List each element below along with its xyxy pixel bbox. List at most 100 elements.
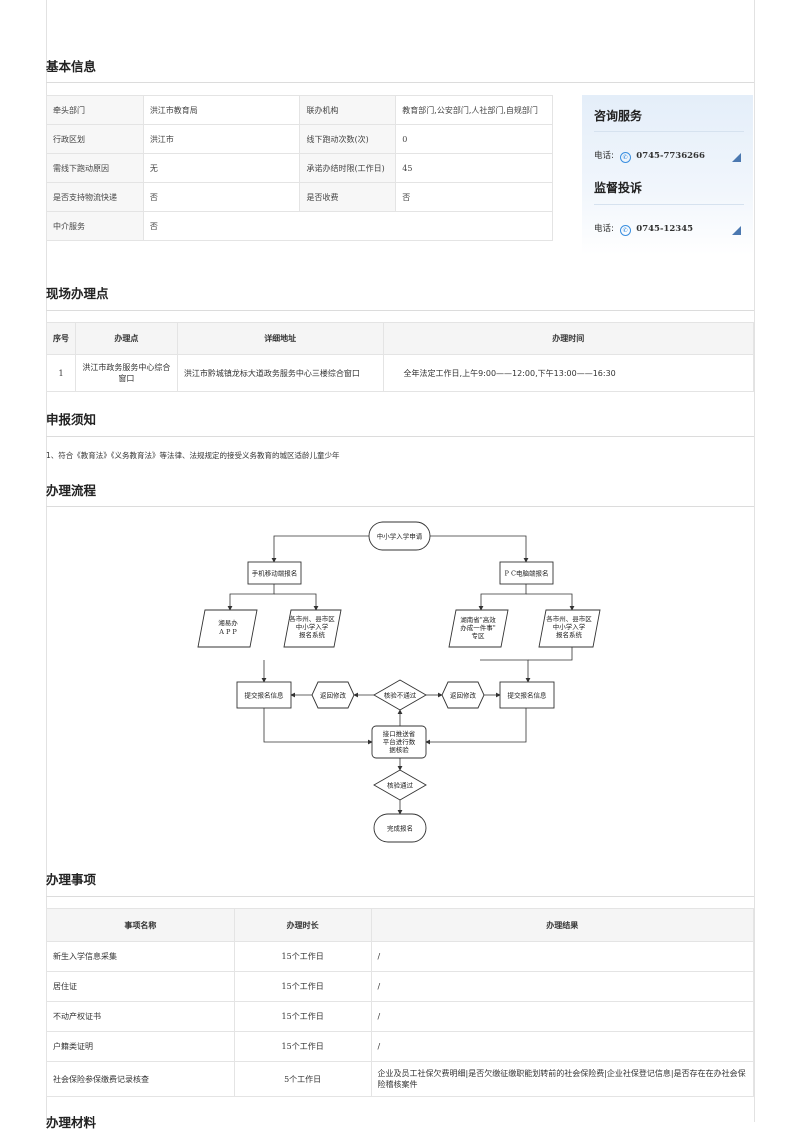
basic-value: 教育部门,公安部门,人社部门,自规部门 [395,95,553,125]
flow-submit-right-node [499,681,555,709]
site-title: 现场办理点 [46,286,109,301]
item-name: 居住证 [46,971,235,1002]
flow-verify-label: 据核验 [389,745,409,754]
table-row: 不动产权证书 15个工作日 / [46,1001,755,1032]
flow-submit-left-node [236,681,292,709]
items-rule [46,896,754,897]
flow-done-node [373,813,427,843]
notice-rule [46,436,754,437]
items-table: 事项名称 办理时长 办理结果 新生入学信息采集 15个工作日 / 居住证 15个… [46,908,755,1097]
table-row: 新生入学信息采集 15个工作日 / [46,941,755,972]
flow-pc-node [499,561,554,585]
table-row: 户籍类证明 15个工作日 / [46,1031,755,1062]
flow-done-label: 完成报名 [387,824,413,833]
column-header: 办理结果 [370,908,755,942]
complain-title: 监督投诉 [594,181,643,195]
table-row: 行政区划 洪江市 线下跑动次数(次) 0 [46,124,553,154]
flow-fail-node [373,679,427,711]
site-rule [46,310,754,311]
basic-key: 是否支持物流快递 [46,182,144,212]
table-row: 牵头部门 洪江市教育局 联办机构 教育部门,公安部门,人社部门,自规部门 [46,95,553,125]
item-result: / [370,1001,755,1032]
process-rule [46,506,754,507]
flow-hunan-label: 湖南省"高效 [460,615,496,624]
item-result: 企业及员工社保欠费明细|是否欠缴征缴职能划转前的社会保险费|企业社保登记信息|是… [370,1061,755,1097]
process-flowchart: 中小学入学申请 手机移动端报名 P C电脑端报名 湘易办 A P P 各市州、县… [197,521,601,843]
complain-phone-line: 电话: ✆ 0745-12345 [594,222,693,236]
flow-start-label: 中小学入学申请 [377,532,423,541]
consult-phone-line: 电话: ✆ 0745-7736266 [594,149,705,163]
basic-key: 牵头部门 [46,95,144,125]
site-table: 序号 办理点 详细地址 办理时间 1 洪江市政务服务中心综合窗口 洪江市黔城镇龙… [46,322,755,392]
site-hours: 全年法定工作日,上午9:00——12:00,下午13:00——16:30 [382,354,755,392]
basic-value: 洪江市 [142,124,301,154]
basic-title: 基本信息 [46,59,97,74]
basic-value: 否 [142,211,554,241]
flow-mobile-node [247,561,302,585]
basic-value: 洪江市教育局 [142,95,301,125]
flow-verify-label: 平台进行数 [383,737,416,746]
flow-submit-right-label: 提交报名信息 [508,691,548,700]
item-name: 户籍类证明 [46,1031,235,1062]
flow-city-label: 各市州、县市区 [289,614,335,623]
flow-hunan-label: 办成一件事" [460,623,496,632]
corner-triangle-icon [732,226,741,235]
item-duration: 15个工作日 [233,1031,372,1062]
flow-mobile-label: 手机移动端报名 [252,569,298,578]
flow-return-right-node [441,681,485,709]
corner-triangle-icon [732,153,741,162]
flow-return-left-node [311,681,355,709]
complain-divider [594,204,744,205]
basic-key: 承诺办结时限(工作日) [299,153,397,183]
basic-info-table: 牵头部门 洪江市教育局 联办机构 教育部门,公安部门,人社部门,自规部门 行政区… [46,95,554,241]
notice-title: 申报须知 [46,412,97,427]
table-row: 1 洪江市政务服务中心综合窗口 洪江市黔城镇龙标大道政务服务中心三楼综合窗口 全… [46,354,755,392]
consult-title: 咨询服务 [594,109,643,123]
basic-key: 联办机构 [299,95,397,125]
site-index: 1 [46,354,76,392]
flow-hunan-label: 专区 [472,631,486,640]
site-name: 洪江市政务服务中心综合窗口 [74,354,178,392]
contact-panel: 咨询服务 电话: ✆ 0745-7736266 监督投诉 电话: ✆ 0745-… [582,95,753,255]
complain-phone[interactable]: 0745-12345 [636,224,694,234]
flow-city-b-label: 中小学入学 [553,622,586,631]
flow-fail-label: 核验不通过 [384,691,417,700]
item-result: / [370,1031,755,1062]
basic-key: 行政区划 [46,124,144,154]
flow-app-label: 湘易办 [218,618,238,627]
basic-value: 否 [395,182,553,212]
consult-phone-label: 电话: [594,151,614,161]
complain-phone-label: 电话: [594,224,614,234]
phone-icon: ✆ [619,152,631,163]
column-header: 办理时长 [233,908,372,942]
basic-rule [46,82,754,83]
basic-value: 0 [395,124,553,154]
site-address: 洪江市黔城镇龙标大道政务服务中心三楼综合窗口 [176,354,384,392]
basic-key: 中介服务 [46,211,144,241]
flow-return-right-label: 返回修改 [450,691,477,700]
flow-app-label: A P P [218,628,237,636]
basic-value: 否 [142,182,301,212]
item-result: / [370,941,755,972]
item-duration: 5个工作日 [233,1061,372,1097]
flow-return-left-label: 返回修改 [320,691,347,700]
flow-app-node [197,609,258,648]
flow-city-label: 报名系统 [299,630,326,639]
basic-value: 无 [142,153,301,183]
flow-pass-node [373,769,427,801]
table-row: 是否支持物流快递 否 是否收费 否 [46,182,553,212]
table-row: 中介服务 否 [46,211,554,241]
flow-start-node [368,521,431,551]
column-header: 办理点 [74,322,178,355]
column-header: 详细地址 [176,322,384,355]
flow-pc-label: P C电脑端报名 [505,569,549,578]
basic-key: 需线下跑动原因 [46,153,144,183]
items-title: 办理事项 [46,872,97,887]
column-header: 办理时间 [382,322,755,355]
consult-phone[interactable]: 0745-7736266 [636,151,705,161]
item-result: / [370,971,755,1002]
notice-text: 1、符合《教育法》《义务教育法》等法律、法规规定的接受义务教育的城区适龄儿童少年 [46,451,340,460]
phone-icon: ✆ [619,225,631,236]
column-header: 事项名称 [46,908,235,942]
item-duration: 15个工作日 [233,941,372,972]
